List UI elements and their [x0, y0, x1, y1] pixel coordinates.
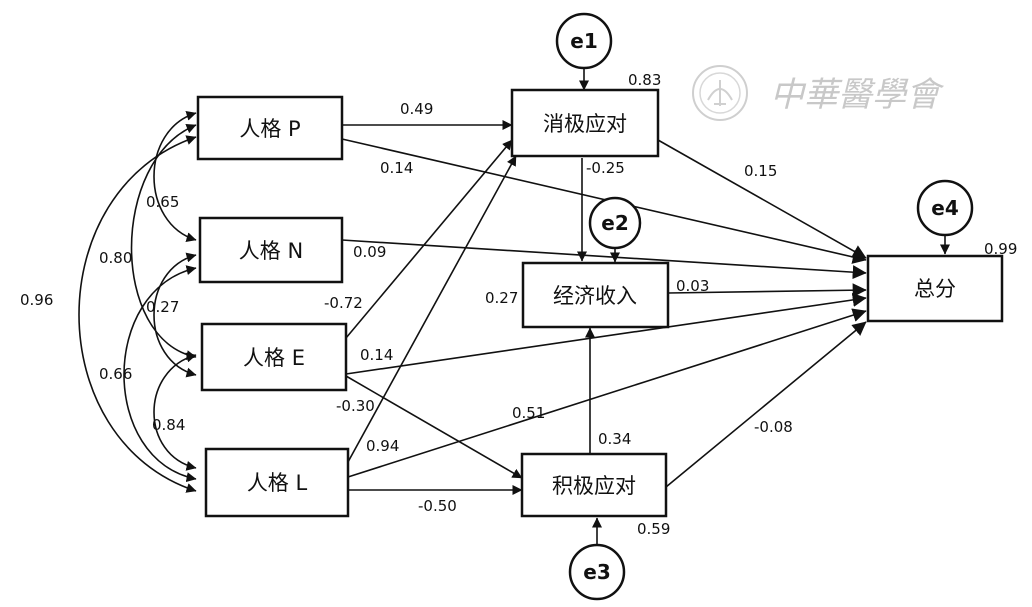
path-pos-total — [665, 321, 867, 488]
correlation-arc-n-e — [153, 252, 197, 378]
node-personality-p: 人格 P — [196, 95, 344, 161]
correlation-arc-p-n — [153, 110, 197, 243]
corr-label-p-e: 0.80 — [99, 249, 132, 267]
coef-label-neg-income: -0.25 — [586, 159, 625, 177]
corr-label-p-l: 0.96 — [20, 291, 53, 309]
coef-label-l-total: 0.51 — [512, 404, 545, 422]
error-e4-label: e4 — [931, 196, 958, 220]
error-e2: e2 — [588, 196, 642, 263]
watermark-text: 中華醫學會 — [770, 75, 945, 115]
node-boxes: 人格 P 人格 N 人格 E 人格 L 消极应对 经济收入 积极应对 总分 — [196, 88, 1004, 518]
coef-label-e-pos: -0.30 — [336, 397, 375, 415]
correlation-arc-e-l — [153, 352, 197, 471]
path-l-total — [347, 308, 867, 478]
error-terms: e1 e2 e3 e4 — [555, 12, 974, 601]
path-coefficient-labels: 0.49 0.14 0.09 -0.72 0.14 -0.30 0.94 0.5… — [324, 100, 793, 515]
error-e3: e3 — [568, 517, 626, 601]
path-e-pos — [345, 375, 523, 479]
r2-label-income: 0.27 — [485, 289, 518, 307]
node-personality-n: 人格 N — [198, 216, 344, 284]
corr-label-e-l: 0.84 — [152, 416, 185, 434]
coef-label-l-pos: -0.50 — [418, 497, 457, 515]
node-personality-l-label: 人格 L — [247, 471, 308, 495]
correlation-arc-n-l — [123, 265, 197, 483]
node-personality-n-label: 人格 N — [239, 239, 303, 263]
coef-label-neg-total: 0.15 — [744, 162, 777, 180]
correlation-arc-p-e — [130, 123, 197, 361]
corr-label-n-e: 0.27 — [146, 298, 179, 316]
node-total-score: 总分 — [866, 254, 1004, 323]
r2-label-positive-coping: 0.59 — [637, 520, 670, 538]
path-n-total — [341, 239, 867, 280]
coef-label-e-neg: -0.72 — [324, 294, 363, 312]
node-positive-coping-label: 积极应对 — [552, 474, 636, 498]
r2-label-negative-coping: 0.83 — [628, 71, 661, 89]
node-total-score-label: 总分 — [914, 277, 956, 301]
error-e2-label: e2 — [601, 211, 628, 235]
correlation-arc-p-l — [78, 135, 197, 493]
coef-label-income-total: 0.03 — [676, 277, 709, 295]
watermark: 中華醫學會 — [692, 65, 945, 121]
coef-label-e-total: 0.14 — [360, 346, 393, 364]
node-personality-p-label: 人格 P — [239, 117, 300, 141]
path-income-total — [667, 283, 867, 298]
watermark-seal — [692, 65, 748, 121]
correlation-arcs — [78, 110, 197, 493]
error-e3-label: e3 — [583, 560, 610, 584]
node-negative-coping: 消极应对 — [510, 88, 660, 158]
coef-label-l-neg: 0.94 — [366, 437, 399, 455]
coef-label-n-total: 0.09 — [353, 243, 386, 261]
coef-label-p-total: 0.14 — [380, 159, 413, 177]
correlation-labels: 0.65 0.80 0.96 0.27 0.66 0.84 — [20, 193, 185, 434]
node-income-label: 经济收入 — [553, 284, 637, 308]
node-personality-l: 人格 L — [204, 447, 350, 518]
corr-label-p-n: 0.65 — [146, 193, 179, 211]
coef-label-pos-income: 0.34 — [598, 430, 631, 448]
error-e1: e1 — [555, 12, 613, 91]
path-l-neg — [347, 155, 517, 463]
node-personality-e-label: 人格 E — [243, 346, 305, 370]
error-e4: e4 — [916, 179, 974, 255]
coef-label-pos-total: -0.08 — [754, 418, 793, 436]
path-neg-total — [657, 139, 867, 259]
path-e-neg — [345, 139, 513, 339]
r2-label-total-score: 0.99 — [984, 240, 1017, 258]
coef-label-p-neg: 0.49 — [400, 100, 433, 118]
error-e1-label: e1 — [570, 29, 597, 53]
corr-label-n-l: 0.66 — [99, 365, 132, 383]
node-negative-coping-label: 消极应对 — [543, 112, 627, 136]
node-personality-e: 人格 E — [200, 322, 348, 392]
path-e-total — [345, 292, 867, 375]
node-positive-coping: 积极应对 — [520, 452, 668, 518]
node-income: 经济收入 — [521, 261, 670, 329]
r-squared-labels: 0.83 0.27 0.59 0.99 — [485, 71, 1017, 538]
